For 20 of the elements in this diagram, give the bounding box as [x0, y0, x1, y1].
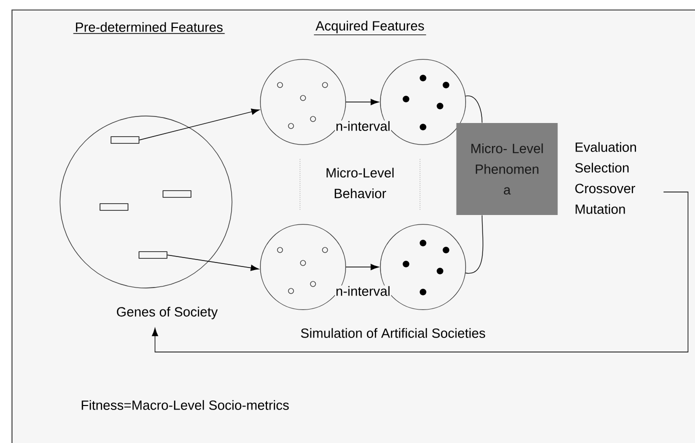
arrow: [152, 192, 688, 352]
gene-bar: [110, 136, 140, 144]
section-heading: Pre-determined Features: [72, 22, 226, 34]
gene-bar: [138, 251, 168, 259]
arrow: [346, 264, 379, 270]
behavior-label: Micro-Level Behavior: [326, 168, 394, 198]
phenomena-box: Micro- Level Phenomen a: [456, 123, 558, 215]
caption: Fitness=Macro-Level Socio-metrics: [82, 400, 289, 410]
arrow: [346, 98, 379, 106]
arrow: [167, 254, 259, 271]
genes-label: Genes of Society: [116, 306, 218, 320]
caption: Simulation of Artificial Societies: [300, 328, 486, 338]
section-heading: Acquired Features: [314, 20, 426, 36]
arrow: [139, 108, 260, 140]
operator-list: Evaluation Selection Crossover Mutation: [575, 142, 636, 214]
gene-bar: [100, 203, 128, 211]
connector-line: [465, 214, 484, 274]
circle: [60, 116, 232, 288]
connector-line: [465, 96, 482, 124]
gene-bar: [162, 190, 192, 198]
